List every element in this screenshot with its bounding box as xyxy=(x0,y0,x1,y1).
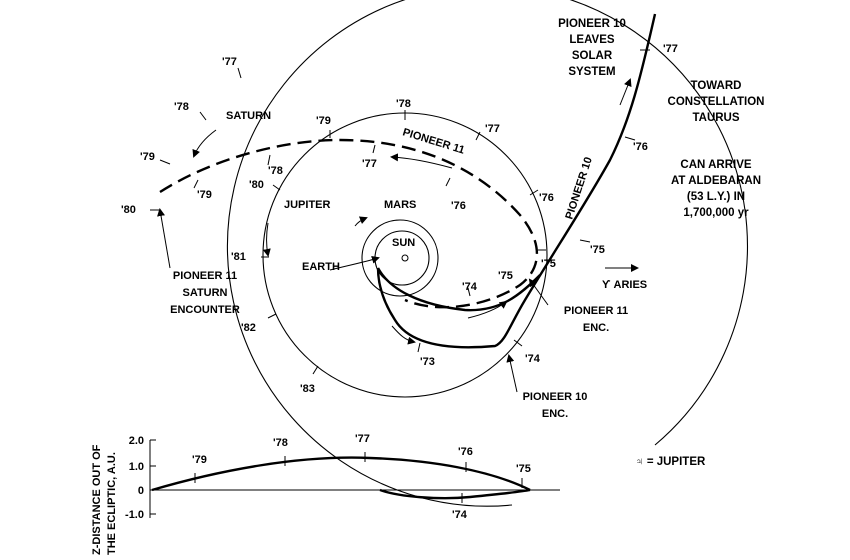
p10-enc-line-1: PIONEER 10 xyxy=(523,391,588,403)
p10-enc-line-2: ENC. xyxy=(542,408,568,420)
z-tick-label: 1.0 xyxy=(129,461,144,473)
saturn-orbit-years: '77 '78 '79 '80 xyxy=(121,56,237,216)
year-label: '74 xyxy=(525,353,541,365)
mars-orbit xyxy=(361,219,439,297)
p11-enc-line-2: ENC. xyxy=(583,322,609,334)
z-profile-plot: Z-DISTANCE OUT OF THE ECLIPTIC, A.U. 2.0… xyxy=(91,433,560,555)
arrive-line-4: 1,700,000 yr xyxy=(683,207,749,219)
pioneer10-trajectory xyxy=(376,13,657,349)
pioneer11-z-profile xyxy=(151,456,531,492)
year-label: '75 xyxy=(541,258,556,270)
year-label: '78 xyxy=(273,437,288,449)
year-label: '80 xyxy=(249,179,264,191)
year-label: '75 xyxy=(516,463,531,475)
aries-label: ϒ ARIES xyxy=(602,279,647,291)
year-label: '79 xyxy=(197,189,212,201)
z-axis-label-2: THE ECLIPTIC, A.U. xyxy=(106,452,118,555)
toward-line-1: TOWARD xyxy=(691,80,742,92)
leaves-line-3: SOLAR xyxy=(572,50,613,62)
year-label: '77 xyxy=(362,158,377,170)
year-label: '76 xyxy=(539,192,554,204)
leaves-label: PIONEER 10 LEAVES SOLAR SYSTEM xyxy=(558,18,626,78)
pioneer11-years: '79 '78 '77 '76 '79 '74 '75 xyxy=(197,115,513,293)
year-label: '77 xyxy=(355,433,370,445)
year-label: '77 xyxy=(222,56,237,68)
year-label: '73 xyxy=(420,356,435,368)
arrive-line-1: CAN ARRIVE xyxy=(680,159,751,171)
earth-label: EARTH xyxy=(302,261,340,273)
pioneer10-z-profile xyxy=(379,488,531,500)
mars-label: MARS xyxy=(384,199,416,211)
year-label: '78 xyxy=(396,98,411,110)
jupiter-label: JUPITER xyxy=(284,199,331,211)
direction-arrows xyxy=(157,78,639,393)
z-tick-label: -1.0 xyxy=(125,509,144,521)
year-label: '77 xyxy=(485,123,500,135)
leaves-line-4: SYSTEM xyxy=(568,66,615,78)
year-label: '80 xyxy=(121,204,136,216)
year-label: '75 xyxy=(498,270,513,282)
toward-line-2: CONSTELLATION xyxy=(668,96,765,108)
year-label: '79 xyxy=(140,151,155,163)
p11-enc-line-1: PIONEER 11 xyxy=(564,305,628,317)
year-label: '78 xyxy=(268,165,283,177)
sun-label: SUN xyxy=(392,237,415,249)
year-label: '74 xyxy=(452,509,468,521)
leaves-line-2: LEAVES xyxy=(569,34,614,46)
year-label: '76 xyxy=(633,141,648,153)
jupiter-orbit-years: '78 '77 '76 '75 '80 '81 '82 '83 xyxy=(231,98,556,395)
pioneer11-inner-trajectory xyxy=(376,267,541,312)
pioneer11-trajectory xyxy=(159,138,539,309)
year-label: '82 xyxy=(241,322,256,334)
saturn-enc-line-2: SATURN xyxy=(182,287,227,299)
saturn-label: SATURN xyxy=(226,110,271,122)
saturn-enc-line-1: PIONEER 11 xyxy=(173,270,237,282)
toward-label: TOWARD CONSTELLATION TAURUS xyxy=(668,80,765,124)
sun-marker xyxy=(401,254,409,262)
year-label: '74 xyxy=(462,281,478,293)
leaves-line-1: PIONEER 10 xyxy=(558,18,626,30)
z-axis-label-1: Z-DISTANCE OUT OF xyxy=(91,444,103,555)
year-label: '79 xyxy=(192,454,207,466)
pioneer10-enc-label: PIONEER 10 ENC. xyxy=(523,391,588,420)
orbit-ticks xyxy=(150,49,650,375)
z-tick-label: 2.0 xyxy=(129,435,144,447)
year-label: '77 xyxy=(663,43,678,55)
pioneer11-enc-label: PIONEER 11 ENC. xyxy=(564,305,628,334)
year-label: '76 xyxy=(451,200,466,212)
orbits xyxy=(226,0,749,507)
saturn-enc-line-3: ENCOUNTER xyxy=(170,304,240,316)
trajectories xyxy=(159,13,657,349)
year-label: '78 xyxy=(174,101,189,113)
arrive-label: CAN ARRIVE AT ALDEBARAN (53 L.Y.) IN 1,7… xyxy=(671,159,761,219)
arrive-line-2: AT ALDEBARAN xyxy=(671,175,761,187)
saturn-encounter-label: PIONEER 11 SATURN ENCOUNTER xyxy=(170,270,240,316)
pioneer11-path-label: PIONEER 11 xyxy=(401,126,466,156)
saturn-orbit xyxy=(226,0,749,507)
pioneer10-years: '77 '76 '75 '74 '73 xyxy=(420,43,678,368)
year-label: '81 xyxy=(231,251,246,263)
z-tick-label: 0 xyxy=(138,485,144,497)
year-label: '83 xyxy=(300,383,315,395)
arrive-line-3: (53 L.Y.) IN xyxy=(687,191,745,203)
year-label: '75 xyxy=(590,244,605,256)
jupiter-legend: ♃ = JUPITER xyxy=(635,456,706,468)
year-label: '76 xyxy=(458,446,473,458)
year-label: '79 xyxy=(316,115,331,127)
toward-line-3: TAURUS xyxy=(692,112,739,124)
